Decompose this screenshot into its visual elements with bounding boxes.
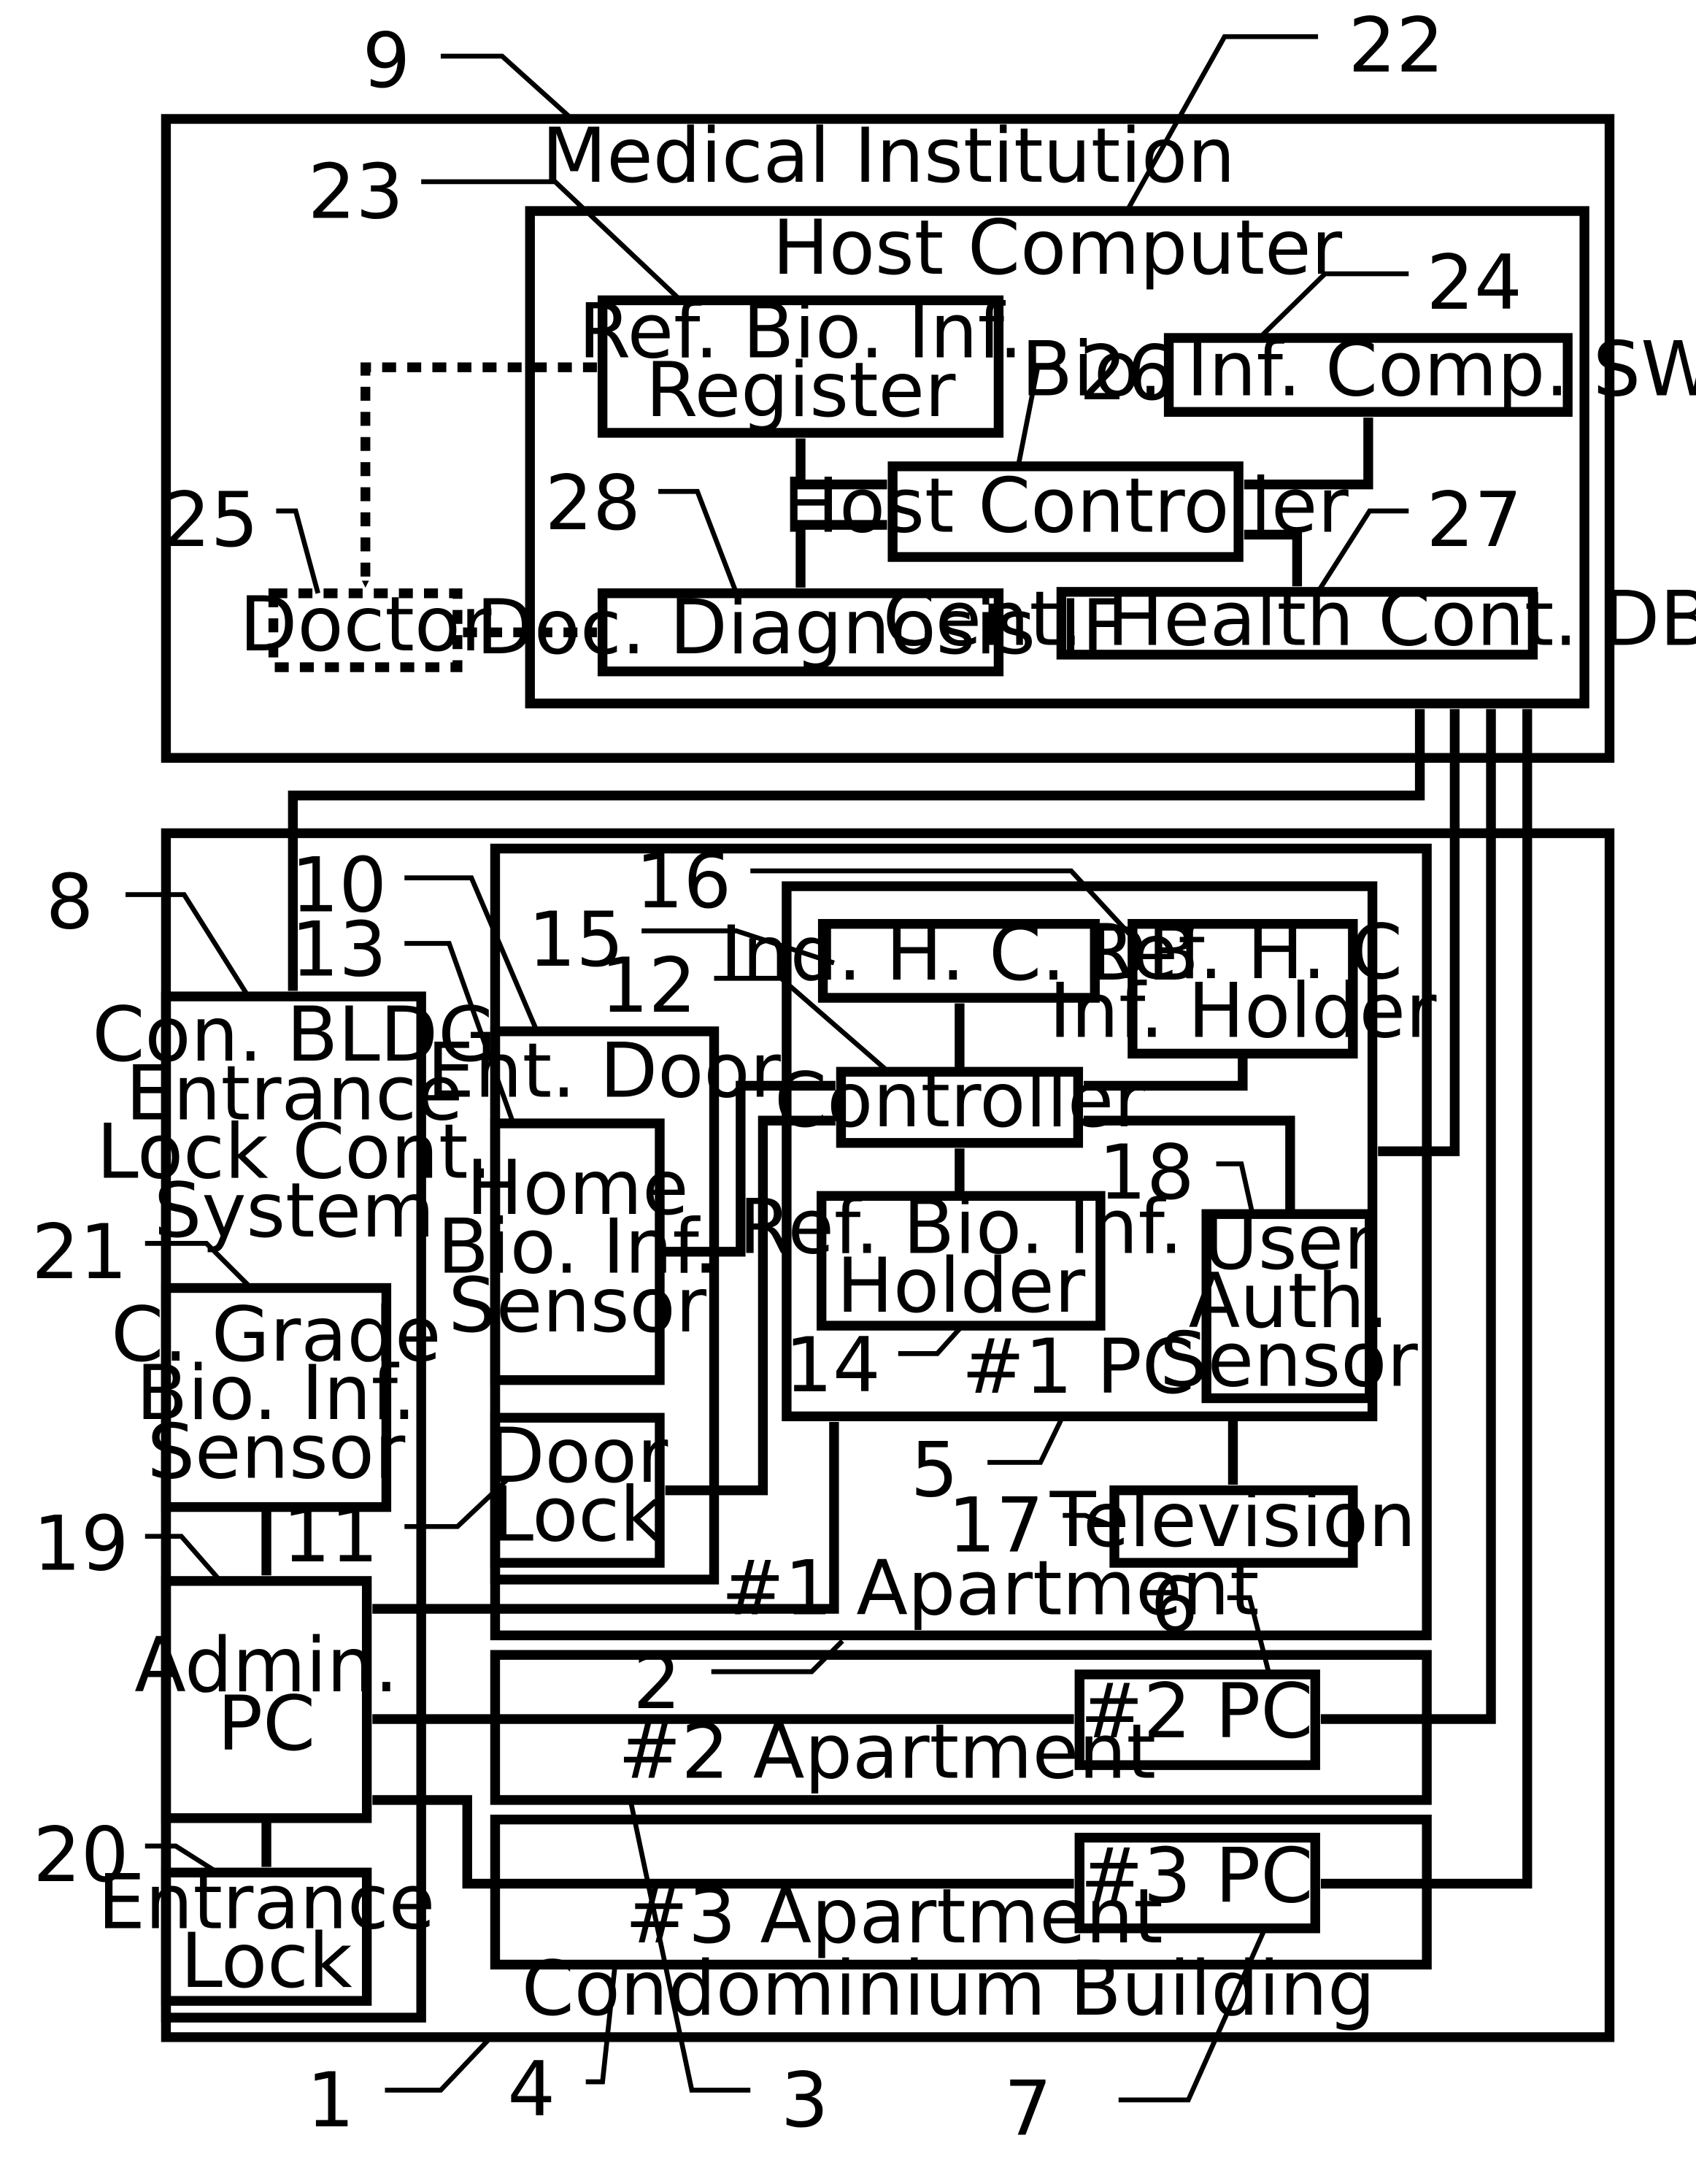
ref-19: 19: [33, 1501, 128, 1588]
pc2-label: #2 PC: [1080, 1668, 1313, 1756]
doctor-label: Doctor: [239, 581, 492, 669]
host-controller-block: Host Controller: [782, 463, 1349, 557]
ref-24: 24: [1426, 239, 1522, 327]
ref-28: 28: [545, 460, 641, 547]
user-auth-sensor-line-3: Sensor: [1160, 1316, 1418, 1404]
ref-4: 4: [507, 2046, 555, 2134]
ref-14: 14: [785, 1322, 880, 1410]
c-grade-sensor-line-3: Sensor: [147, 1408, 406, 1496]
ref-6: 6: [1150, 1562, 1198, 1650]
ref-27: 27: [1426, 477, 1522, 564]
entrance-lock-line-2: Lock: [180, 1918, 352, 2005]
ref-3: 3: [781, 2057, 829, 2145]
ref-23: 23: [308, 149, 404, 237]
ref-22: 22: [1348, 2, 1443, 90]
ref-bio-register-line-2: Register: [646, 347, 956, 434]
door-lock-line-2: Lock: [492, 1471, 664, 1558]
ref-13: 13: [291, 906, 387, 993]
ref-20: 20: [33, 1812, 128, 1899]
pc2-block: #2 PC: [1079, 1668, 1315, 1765]
host-computer-label: Host Computer: [772, 204, 1342, 292]
ref-25: 25: [163, 477, 258, 564]
ref-7: 7: [1004, 2066, 1052, 2153]
ent-door-label: Ent. Door: [427, 1028, 781, 1115]
pc3-block: #3 PC: [1079, 1832, 1315, 1928]
doctor-block: Doctor: [239, 581, 492, 669]
ref-17: 17: [948, 1483, 1044, 1570]
door-lock-block: Door Lock: [487, 1412, 668, 1563]
ref-26: 26: [1079, 330, 1175, 418]
ref-12: 12: [601, 942, 696, 1030]
ref-1: 1: [307, 2057, 355, 2145]
home-sensor-line-3: Sensor: [448, 1262, 706, 1350]
admin-pc-line-2: PC: [217, 1680, 315, 1768]
pc3-label: #3 PC: [1080, 1832, 1313, 1920]
cent-health-db-block: Cent. Health Cont. DB: [883, 575, 1696, 663]
ref-8: 8: [46, 858, 94, 946]
c-grade-sensor-block: C. Grade Bio. Inf. Sensor: [111, 1288, 441, 1507]
ref-11: 11: [282, 1492, 378, 1580]
user-auth-sensor-block: User Auth. Sensor: [1160, 1199, 1418, 1404]
ref-9: 9: [363, 18, 411, 105]
ref-hc-holder-block: Ref. H. C Inf. Holder: [1049, 909, 1437, 1055]
medical-institution-label: Medical Institution: [541, 112, 1235, 200]
ref-2: 2: [633, 1639, 681, 1726]
ref-21: 21: [31, 1209, 127, 1296]
ref-bio-register-block: Ref. Bio. Inf. Register: [579, 288, 1023, 434]
ref-bio-holder-line-2: Holder: [836, 1242, 1085, 1330]
ref-18: 18: [1098, 1129, 1194, 1217]
cent-health-db-label: Cent. Health Cont. DB: [883, 575, 1696, 663]
admin-pc-block: Admin. PC: [134, 1581, 398, 1818]
ref-hc-holder-line-2: Inf. Holder: [1049, 968, 1437, 1056]
entrance-lock-block: Entrance Lock: [98, 1859, 435, 2005]
ref-16: 16: [636, 838, 731, 926]
